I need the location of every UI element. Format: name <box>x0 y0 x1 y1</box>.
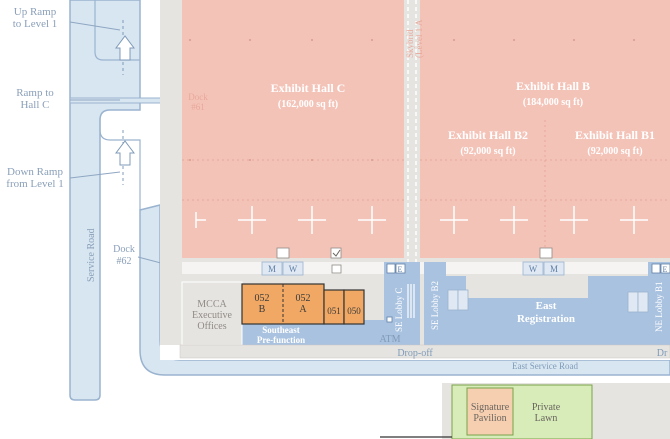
up-arrow-icon <box>115 140 135 166</box>
signature-pavilion-label-2: Pavilion <box>473 413 506 424</box>
hall-b2-size: (92,000 sq ft) <box>460 146 515 157</box>
restroom-men <box>261 261 283 276</box>
restroom-family-icon <box>276 247 290 259</box>
southeast-label-1: Southeast <box>262 325 300 335</box>
private-lawn-label-2: Lawn <box>535 413 558 424</box>
ne-lobby-b1-label: NE Lobby B1 <box>654 282 664 333</box>
east-registration-label-2: Registration <box>517 313 575 325</box>
hall-c-size: (162,000 sq ft) <box>278 99 338 110</box>
restroom-w-label: W <box>289 264 298 274</box>
hall-b1-size: (92,000 sq ft) <box>587 146 642 157</box>
elevator-icon <box>660 263 670 274</box>
east-registration[interactable] <box>446 262 670 345</box>
signature-pavilion-label-1: Signature <box>471 402 510 413</box>
mcca-label-3: Offices <box>197 321 226 332</box>
drop-off-strip <box>179 344 670 359</box>
restroom-m-label: M <box>550 264 558 274</box>
signature-pavilion[interactable] <box>466 387 514 436</box>
escalator-icon <box>407 284 415 318</box>
exhibit-hall-c[interactable] <box>182 0 404 258</box>
dock-62-number: #62 <box>117 256 132 267</box>
se-lobby-c-label: SE Lobby C <box>394 287 404 332</box>
mcca-label-2: Executive <box>192 310 233 321</box>
hall-c-title: Exhibit Hall C <box>271 81 346 95</box>
private-lawn-label-1: Private <box>532 402 561 413</box>
se-lobby-b2[interactable] <box>424 262 446 345</box>
elevator-label: E <box>398 265 403 274</box>
east-service-road-label: East Service Road <box>512 361 578 371</box>
column-markers <box>195 206 648 234</box>
room-051-label: 051 <box>327 306 341 316</box>
ramp-hall-c-label-2: Hall C <box>20 99 49 111</box>
drop-off-label: Drop-off <box>397 348 433 359</box>
restroom-m-label: M <box>268 264 276 274</box>
hall-b-title: Exhibit Hall B <box>516 79 590 93</box>
se-lobby-b2-label: SE Lobby B2 <box>430 281 440 330</box>
square-icon <box>331 264 342 274</box>
up-arrow-icon <box>115 35 135 61</box>
up-ramp-label-2: to Level 1 <box>13 18 58 30</box>
dock-61-label: Dock <box>188 92 208 102</box>
southeast-label-2: Pre-function <box>257 335 305 345</box>
hall-b1-title: Exhibit Hall B1 <box>575 128 655 142</box>
room-052a-letter: A <box>299 304 307 315</box>
dock-62-label: Dock <box>113 244 135 255</box>
restroom-women <box>282 261 304 276</box>
restroom-w-label: W <box>529 264 538 274</box>
hall-b2-title: Exhibit Hall B2 <box>448 128 528 142</box>
drop-off-label-2: Dr <box>657 348 668 359</box>
hall-b-size: (184,000 sq ft) <box>523 97 583 108</box>
room-052b-number: 052 <box>255 293 270 304</box>
elevator-icon <box>651 263 661 274</box>
room-052b-letter: B <box>259 304 266 315</box>
room-050[interactable] <box>343 289 365 325</box>
restroom-men <box>543 261 565 276</box>
restroom-women <box>522 261 544 276</box>
skybridge-label: Skybrid <box>405 29 415 58</box>
down-ramp-label: Down Ramp <box>7 166 63 178</box>
mcca-executive-offices[interactable] <box>181 281 243 346</box>
mcca-label-1: MCCA <box>197 299 227 310</box>
elevator-label: E <box>663 265 668 274</box>
east-registration-label-1: East <box>536 300 557 312</box>
elevator-icon <box>395 263 406 274</box>
atm-label: ATM <box>379 334 400 345</box>
restroom-family-icon <box>539 247 553 259</box>
dock-61-number: #61 <box>191 102 205 112</box>
skybridge-level-label: (Level 1 A <box>414 19 424 58</box>
service-road-label: Service Road <box>86 228 97 282</box>
room-050-label: 050 <box>347 306 361 316</box>
ramp-hall-c-label: Ramp to <box>16 87 54 99</box>
down-ramp-label-2: from Level 1 <box>6 178 63 190</box>
elevator-icon <box>386 263 396 274</box>
up-ramp-label: Up Ramp <box>14 6 57 18</box>
checkmark-icon <box>330 247 342 259</box>
room-052a-number: 052 <box>296 293 311 304</box>
